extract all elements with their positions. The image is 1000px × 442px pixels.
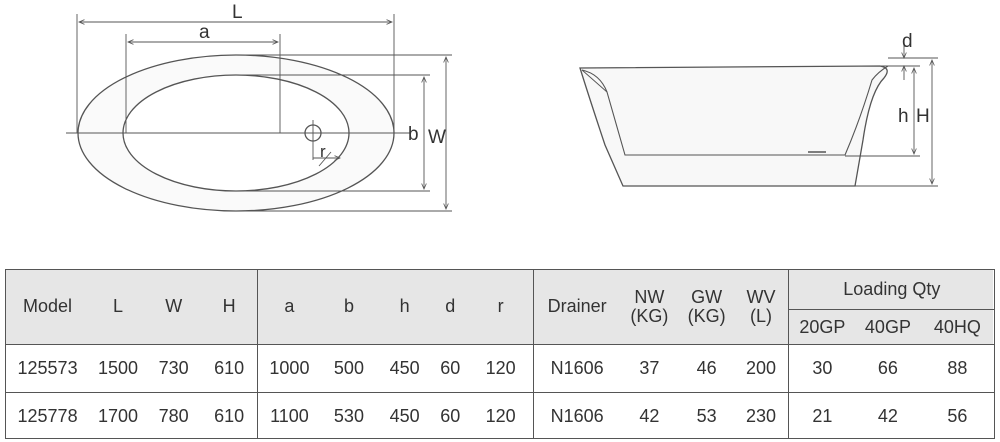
cell-b: 530 <box>321 391 377 439</box>
cell-20gp: 21 <box>787 391 857 439</box>
header-b: b <box>343 296 354 317</box>
cell-L: 1500 <box>90 344 146 393</box>
header-drainer: Drainer <box>533 269 620 345</box>
cell-r: 120 <box>467 391 534 439</box>
header-r: r <box>497 296 504 317</box>
cell-H: 610 <box>201 344 258 393</box>
table-row: 125778 1700 780 610 1100 530 450 60 120 … <box>5 391 995 439</box>
cell-gw: 46 <box>678 344 735 393</box>
tub-inner-profile <box>581 65 889 156</box>
cell-drainer: N1606 <box>533 391 620 439</box>
header-H: H <box>222 296 236 317</box>
header-nw-line1: NW <box>634 286 665 307</box>
header-loading-qty: Loading Qty <box>787 269 995 310</box>
cell-d: 60 <box>432 344 468 393</box>
cell-model: 125778 <box>5 391 91 439</box>
cell-drainer: N1606 <box>533 344 620 393</box>
header-40gp: 40GP <box>856 308 920 345</box>
cell-40gp: 66 <box>856 344 920 393</box>
cell-wv: 230 <box>734 391 789 439</box>
cell-20gp: 30 <box>787 344 857 393</box>
header-wv-line2: (L) <box>750 305 773 326</box>
cell-nw: 37 <box>619 344 679 393</box>
cell-40hq: 88 <box>919 344 995 393</box>
bathtub-technical-drawing: L a b W r d h H <box>66 2 938 212</box>
header-wv: WV (L) <box>734 269 788 345</box>
label-r: r <box>320 142 326 161</box>
cell-model: 125573 <box>5 344 91 393</box>
label-H: H <box>916 106 930 127</box>
label-d: d <box>902 31 913 52</box>
header-gw: GW (KG) <box>679 269 735 345</box>
cell-b: 500 <box>321 344 377 393</box>
cell-40hq: 56 <box>919 391 995 439</box>
cell-a: 1100 <box>256 391 322 439</box>
label-b: b <box>408 124 419 145</box>
label-a: a <box>199 22 210 43</box>
label-h: h <box>898 106 909 127</box>
cell-gw: 53 <box>678 391 735 439</box>
header-40hq: 40HQ <box>919 308 995 345</box>
label-W: W <box>428 127 446 148</box>
cell-r: 120 <box>467 344 534 393</box>
cell-H: 610 <box>201 391 258 439</box>
header-W: W <box>165 296 183 317</box>
header-wv-line1: WV <box>746 286 776 307</box>
top-view <box>66 14 452 212</box>
spec-table: Model L W H a b h d r Drainer NW (KG) GW… <box>5 269 995 439</box>
header-h: h <box>399 296 410 317</box>
cell-wv: 200 <box>734 344 789 393</box>
header-a: a <box>256 269 322 345</box>
cell-W: 780 <box>145 391 202 439</box>
header-nw: NW (KG) <box>620 269 679 345</box>
tub-side-silhouette <box>579 65 888 187</box>
cell-h: 450 <box>376 391 433 439</box>
header-gw-line2: (KG) <box>687 305 726 326</box>
header-20gp: 20GP <box>787 308 857 345</box>
header-L: L <box>112 296 123 317</box>
header-model: Model <box>23 296 73 317</box>
cell-40gp: 42 <box>856 391 920 439</box>
cell-nw: 42 <box>619 391 679 439</box>
header-d: d <box>445 296 456 317</box>
cell-W: 730 <box>145 344 202 393</box>
cell-d: 60 <box>432 391 468 439</box>
cell-h: 450 <box>376 344 433 393</box>
cell-L: 1700 <box>90 391 146 439</box>
side-view <box>579 44 938 187</box>
header-gw-line1: GW <box>691 286 723 307</box>
table-row: 125573 1500 730 610 1000 500 450 60 120 … <box>5 344 995 393</box>
header-nw-line2: (KG) <box>630 305 669 326</box>
label-L: L <box>232 2 243 23</box>
cell-a: 1000 <box>256 344 322 393</box>
